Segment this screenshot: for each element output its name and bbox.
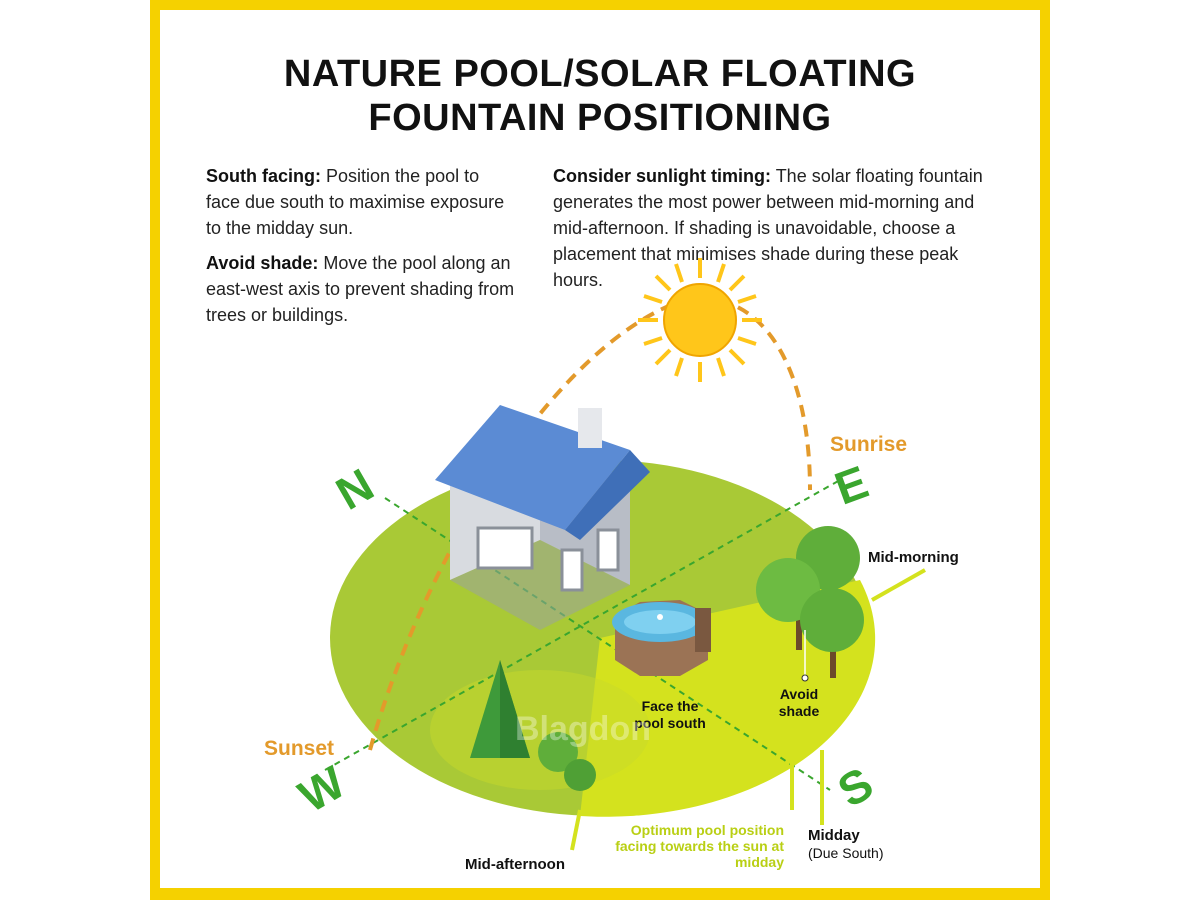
- avoid-shade-label: Avoid shade: [778, 686, 820, 719]
- title-line-1: NATURE POOL/SOLAR FLOATING: [283, 53, 917, 95]
- tip-text: Move the pool along an east-west axis to…: [206, 253, 515, 325]
- sun-path: [368, 297, 812, 751]
- tip-heading: South facing:: [206, 166, 321, 186]
- infographic-frame: NATURE POOL/SOLAR FLOATING FOUNTAIN POSI…: [150, 0, 1050, 900]
- face-pool-south-label: Face the pool south: [634, 698, 706, 731]
- mid-morning-label: Mid-morning: [868, 549, 959, 566]
- pool-icon: [612, 600, 711, 676]
- avoid-shade-dot: [801, 674, 809, 682]
- midday-label: Midday: [808, 827, 860, 844]
- frame-bottom-border: [150, 888, 1050, 900]
- page-title: NATURE POOL/SOLAR FLOATING FOUNTAIN POSI…: [160, 52, 1040, 140]
- house-window: [596, 528, 620, 572]
- bushes-icon: [538, 732, 596, 791]
- house-window: [476, 526, 534, 570]
- fountain-icon: [657, 614, 663, 620]
- sun-icon: [638, 258, 762, 382]
- mid-afternoon-label: Mid-afternoon: [465, 856, 565, 873]
- tip-heading: Consider sunlight timing:: [553, 166, 771, 186]
- tip-sunlight-timing: Consider sunlight timing: The solar floa…: [553, 163, 1013, 293]
- mid-morning-pointer: [871, 568, 926, 602]
- house-window: [560, 548, 584, 592]
- watermark: Blagdon: [515, 710, 651, 748]
- mid-afternoon-pointer: [570, 809, 582, 851]
- tip-heading: Avoid shade:: [206, 253, 319, 273]
- tip-text: The solar floating fountain generates th…: [553, 166, 983, 290]
- conifer-tree-icon: [470, 660, 530, 758]
- tip-avoid-shade: Avoid shade: Move the pool along an east…: [206, 250, 516, 328]
- due-south-label: (Due South): [808, 845, 884, 861]
- title-line-2: FOUNTAIN POSITIONING: [368, 97, 832, 139]
- house-icon: [435, 405, 650, 630]
- garden-diagram: [324, 258, 926, 851]
- trees-icon: [756, 526, 864, 678]
- sunrise-label: Sunrise: [830, 433, 908, 456]
- tip-south-facing: South facing: Position the pool to face …: [206, 163, 516, 241]
- light-patch: [430, 670, 650, 790]
- tip-text: Position the pool to face due south to m…: [206, 166, 505, 238]
- sunset-label: Sunset: [264, 737, 335, 760]
- chimney: [578, 408, 602, 448]
- optimum-position-label: Optimum pool position facing towards the…: [615, 822, 784, 870]
